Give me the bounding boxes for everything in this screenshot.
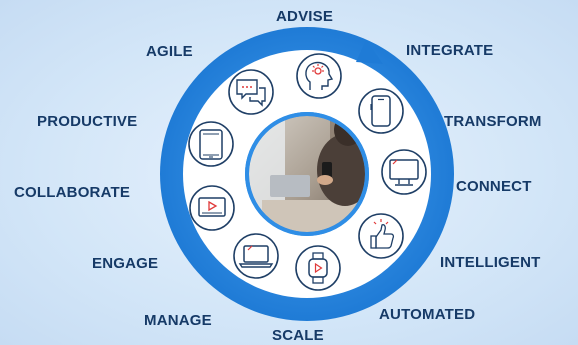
monitor-icon	[381, 149, 427, 195]
label-automated: AUTOMATED	[379, 306, 476, 323]
label-agile: AGILE	[146, 43, 193, 60]
label-integrate: INTEGRATE	[406, 42, 494, 59]
head-idea-icon	[296, 53, 342, 99]
label-transform: TRANSFORM	[444, 113, 542, 130]
ring-arrowhead	[356, 40, 383, 64]
chat-bubbles-icon	[228, 69, 274, 115]
video-player-icon	[189, 185, 235, 231]
label-scale: SCALE	[272, 327, 324, 344]
smartphone-icon	[358, 88, 404, 134]
laptop-icon	[233, 233, 279, 279]
label-manage: MANAGE	[144, 312, 212, 329]
thumbs-up-icon	[358, 213, 404, 259]
label-connect: CONNECT	[456, 178, 532, 195]
label-collaborate: COLLABORATE	[14, 184, 131, 201]
center-photo	[245, 112, 369, 236]
label-engage: ENGAGE	[92, 255, 159, 272]
tablet-icon	[188, 121, 234, 167]
label-advise: ADVISE	[276, 8, 334, 25]
label-intelligent: INTELLIGENT	[440, 254, 541, 271]
smartwatch-icon	[295, 245, 341, 291]
label-productive: PRODUCTIVE	[37, 113, 138, 130]
